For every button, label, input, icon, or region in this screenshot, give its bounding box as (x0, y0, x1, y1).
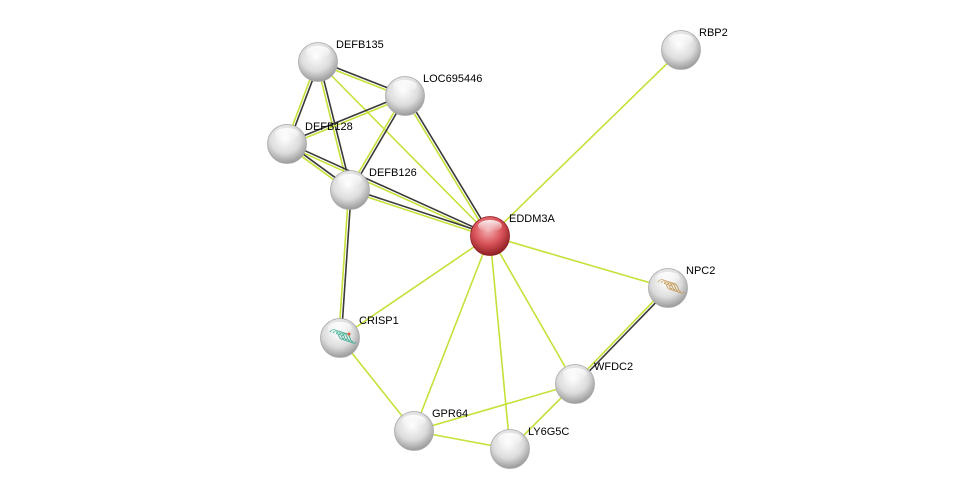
edge-eddm3a-gpr64[interactable] (413, 235, 491, 432)
node-wfdc2[interactable]: WFDC2 (555, 361, 634, 404)
node-label: LOC695446 (423, 73, 482, 85)
edge-line-dark (405, 94, 492, 236)
node-label: GPR64 (432, 408, 468, 420)
node-label: DEFB128 (305, 121, 353, 133)
node-highlight (328, 322, 352, 334)
node-highlight (656, 272, 680, 284)
edge-eddm3a-crisp1[interactable] (339, 235, 491, 339)
edge-eddm3a-npc2[interactable] (489, 235, 669, 289)
edge-line-green (573, 286, 668, 384)
node-defb128[interactable]: DEFB128 (267, 121, 353, 164)
edge-eddm3a-rbp2[interactable] (489, 49, 682, 237)
edge-defb128-loc695446[interactable] (286, 94, 406, 146)
node-eddm3a[interactable]: EDDM3A (470, 213, 556, 256)
edge-line-green (413, 383, 576, 432)
node-defb126[interactable]: DEFB126 (330, 167, 417, 210)
edge-line-green (413, 235, 491, 432)
edge-line-green (287, 96, 406, 146)
node-highlight (402, 415, 426, 427)
edge-line-dark (286, 94, 405, 144)
edge-loc695446-eddm3a[interactable] (403, 94, 492, 238)
node-rbp2[interactable]: RBP2 (661, 27, 728, 70)
node-crisp1[interactable]: CRISP1 (320, 315, 399, 358)
edge-line-green (337, 189, 350, 338)
edge-line-green (317, 61, 491, 237)
edge-line-dark (340, 190, 353, 339)
node-highlight (275, 128, 299, 140)
edge-line-green (489, 235, 669, 289)
node-highlight (478, 220, 502, 232)
edge-eddm3a-wfdc2[interactable] (489, 235, 576, 385)
edge-line-green (403, 96, 490, 238)
node-loc695446[interactable]: LOC695446 (385, 73, 483, 116)
edge-npc2-wfdc2[interactable] (573, 286, 670, 386)
edge-line-dark (350, 188, 491, 236)
node-highlight (338, 174, 362, 186)
node-label: CRISP1 (359, 315, 399, 327)
edge-line-green (349, 190, 490, 238)
edge-defb135-eddm3a[interactable] (317, 61, 491, 237)
node-npc2[interactable]: NPC2 (648, 265, 716, 308)
node-label: WFDC2 (594, 361, 633, 373)
edge-line-green (489, 235, 511, 450)
edge-line-green (339, 235, 491, 339)
edge-defb126-eddm3a[interactable] (349, 188, 491, 238)
node-label: DEFB126 (369, 167, 417, 179)
node-defb135[interactable]: DEFB135 (298, 39, 384, 82)
node-label: EDDM3A (509, 213, 556, 225)
edge-gpr64-wfdc2[interactable] (413, 383, 576, 432)
edge-line-dark (287, 142, 491, 236)
edge-line-green (489, 49, 682, 237)
node-label: NPC2 (686, 265, 715, 277)
edge-eddm3a-ly6g5c[interactable] (489, 235, 511, 450)
edge-line-dark (575, 288, 670, 386)
node-highlight (498, 433, 522, 445)
edge-line-green (286, 144, 490, 238)
node-highlight (563, 368, 587, 380)
node-highlight (393, 80, 417, 92)
node-label: RBP2 (699, 27, 728, 39)
edge-line-green (489, 235, 576, 385)
edge-defb126-crisp1[interactable] (337, 189, 353, 339)
node-label: LY6G5C (528, 426, 569, 438)
node-label: DEFB135 (336, 39, 384, 51)
node-highlight (306, 46, 330, 58)
node-highlight (669, 34, 693, 46)
node-ly6g5c[interactable]: LY6G5C (490, 426, 570, 469)
edge-defb128-eddm3a[interactable] (286, 142, 491, 238)
node-gpr64[interactable]: GPR64 (394, 408, 469, 451)
